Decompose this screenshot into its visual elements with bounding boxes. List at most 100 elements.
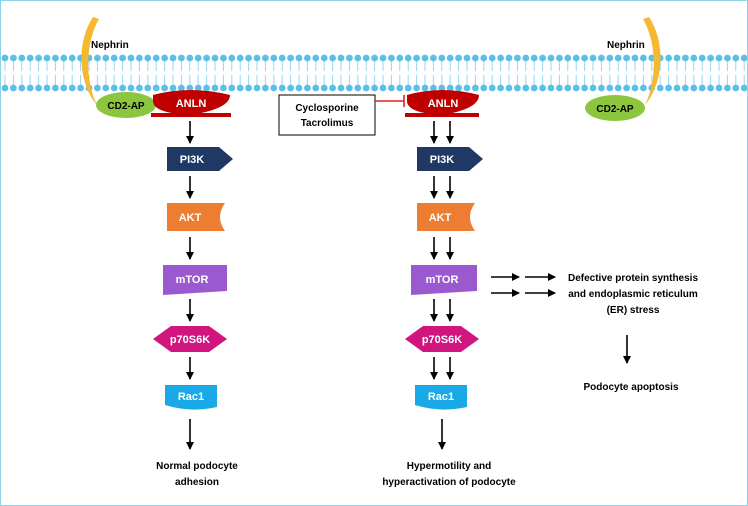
apoptosis-label: Podocyte apoptosis (583, 382, 678, 393)
lipid-head (18, 54, 26, 62)
p70s6k-left-shape (153, 326, 227, 352)
rac1-left-shape (165, 385, 217, 410)
left-outcome-line2: adhesion (175, 477, 219, 488)
lipid-head (262, 54, 269, 62)
lipid-head (505, 54, 513, 62)
drug-line1: Cyclosporine (295, 103, 359, 114)
lipid-head (278, 84, 286, 92)
lipid-head (631, 84, 639, 92)
nephrin-left-label: Nephrin (91, 40, 129, 51)
lipid-head (690, 54, 698, 62)
lipid-head (26, 84, 34, 92)
lipid-head (438, 54, 446, 62)
lipid-head (446, 54, 454, 62)
lipid-head (488, 84, 496, 92)
lipid-head (144, 84, 152, 92)
cd2ap-left-shape (96, 92, 156, 118)
lipid-head (228, 54, 236, 62)
lipid-head (589, 54, 597, 62)
lipid-head (463, 54, 471, 62)
lipid-head (1, 84, 9, 92)
lipid-head (446, 84, 454, 92)
lipid-head (245, 54, 253, 62)
lipid-head (732, 84, 740, 92)
lipid-head (682, 84, 689, 92)
anln-middle-shape (405, 90, 479, 117)
p70s6k-middle-label: p70S6K (422, 334, 462, 346)
lipid-head (52, 54, 59, 62)
lipid-head (497, 54, 504, 62)
nephrin-left-shape (81, 17, 99, 105)
stress-line3: (ER) stress (607, 305, 660, 316)
lipid-head (320, 54, 328, 62)
lipid-head (312, 54, 320, 62)
rac1-middle-label: Rac1 (428, 391, 454, 403)
lipid-head (169, 84, 177, 92)
anln-middle-label: ANLN (428, 98, 459, 110)
lipid-head (480, 84, 488, 92)
lipid-head (606, 54, 614, 62)
lipid-head (295, 54, 303, 62)
lipid-head (228, 84, 236, 92)
lipid-head (94, 84, 101, 92)
lipid-head (194, 84, 202, 92)
akt-left-shape (167, 203, 225, 231)
lipid-head (488, 54, 496, 62)
lipid-head (598, 84, 605, 92)
anln-left-shape (151, 90, 231, 117)
lipid-head (194, 54, 202, 62)
lipid-head (136, 54, 143, 62)
lipid-head (539, 54, 546, 62)
lipid-head (203, 54, 211, 62)
lipid-head (682, 54, 689, 62)
lipid-head (388, 84, 395, 92)
lipid-head (127, 84, 135, 92)
lipid-head (480, 54, 488, 62)
lipid-head (640, 54, 647, 62)
drug-box (278, 94, 376, 136)
lipid-head (161, 54, 169, 62)
lipid-head (110, 54, 118, 62)
lipid-head (623, 84, 630, 92)
lipid-head (102, 84, 110, 92)
lipid-head (329, 84, 336, 92)
lipid-head (497, 84, 504, 92)
lipid-head (413, 54, 420, 62)
lipid-head (396, 84, 404, 92)
lipid-head (77, 84, 84, 92)
lipid-head (262, 84, 269, 92)
lipid-head (564, 84, 572, 92)
akt-middle-label: AKT (429, 212, 452, 224)
lipid-head (455, 84, 462, 92)
pi3k-left-label: PI3K (180, 154, 205, 166)
lipid-head (186, 84, 194, 92)
lipid-head (102, 54, 110, 62)
lipid-head (631, 54, 639, 62)
mtor-middle-label: mTOR (426, 274, 459, 286)
lipid-head (169, 54, 177, 62)
lipid-head (472, 84, 479, 92)
lipid-head (404, 84, 412, 92)
lipid-head (211, 84, 219, 92)
lipid-head (707, 54, 714, 62)
lipid-head (35, 84, 42, 92)
lipid-head (614, 84, 622, 92)
lipid-head (539, 84, 546, 92)
cd2ap-left-label: CD2-AP (107, 101, 145, 112)
lipid-head (379, 54, 387, 62)
left-outcome-line1: Normal podocyte (156, 461, 238, 472)
nephrin-right-label: Nephrin (607, 40, 645, 51)
lipid-head (119, 54, 126, 62)
lipid-head (178, 84, 185, 92)
lipid-head (337, 54, 345, 62)
lipid-head (362, 54, 370, 62)
lipid-head (26, 54, 34, 62)
lipid-head (623, 54, 630, 62)
pi3k-middle-shape (417, 147, 483, 171)
lipid-head (606, 84, 614, 92)
mtor-left-shape (163, 265, 227, 295)
lipid-head (287, 54, 294, 62)
lipid-head (10, 84, 17, 92)
lipid-head (396, 54, 404, 62)
